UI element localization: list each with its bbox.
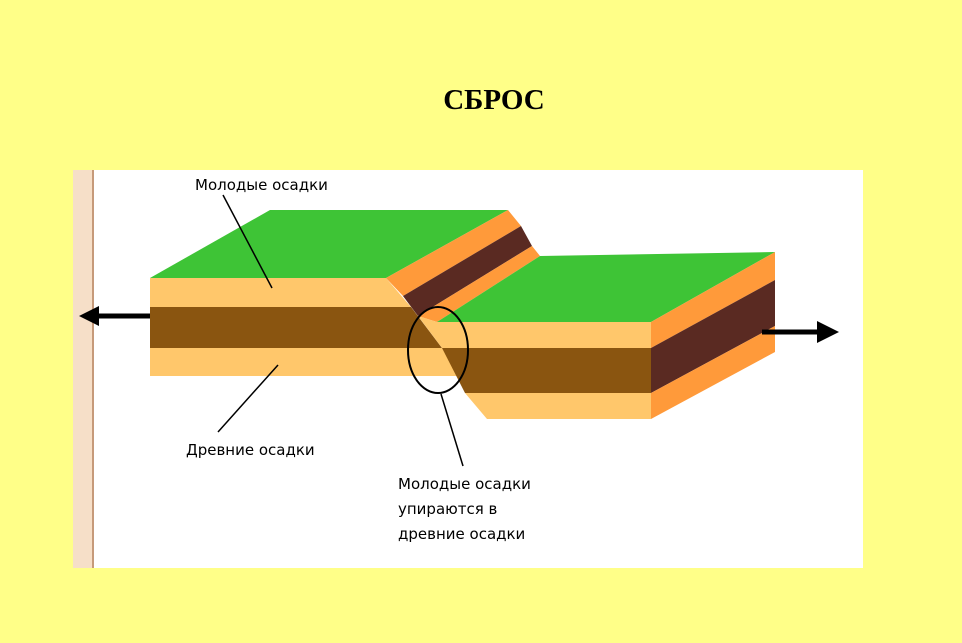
leader-contact (440, 393, 464, 467)
fault-diagram: Молодые осадки Древние осадки Молодые ос… (73, 170, 863, 568)
fault-block-illustration (73, 170, 839, 568)
right-arrow (762, 321, 839, 343)
leader-young (222, 194, 273, 289)
scarp-orange-upper (386, 210, 521, 296)
right-end-orange-lower (651, 326, 775, 419)
left-arrow (79, 306, 150, 326)
slide-title: СБРОС (443, 84, 545, 116)
scarp-dark-band (403, 226, 532, 316)
young-sediments-label: Молодые осадки (195, 176, 328, 194)
contact-label-line-2: упираются в (398, 500, 498, 518)
right-end-dark-band (651, 280, 775, 393)
right-block-top-surface (437, 252, 775, 322)
contact-ellipse (407, 306, 469, 394)
left-block-young-layer (150, 278, 411, 307)
contact-label-line-1: Молодые осадки (398, 475, 531, 493)
left-block-dark-layer (150, 307, 442, 348)
left-block-ancient-layer (150, 348, 465, 376)
right-block-dark-layer (442, 348, 651, 393)
right-block-young-layer (418, 316, 651, 348)
left-block-top-surface (150, 210, 508, 278)
ancient-sediments-label: Древние осадки (186, 441, 315, 459)
right-block-ancient-layer (465, 393, 651, 419)
right-end-orange-upper (651, 252, 775, 348)
contact-label-line-3: древние осадки (398, 525, 526, 543)
scarp-orange-lower (418, 246, 540, 322)
border-strip (73, 170, 93, 568)
leader-ancient (217, 364, 279, 433)
contact-label: Молодые осадки упираются в древние осадк… (398, 472, 531, 547)
